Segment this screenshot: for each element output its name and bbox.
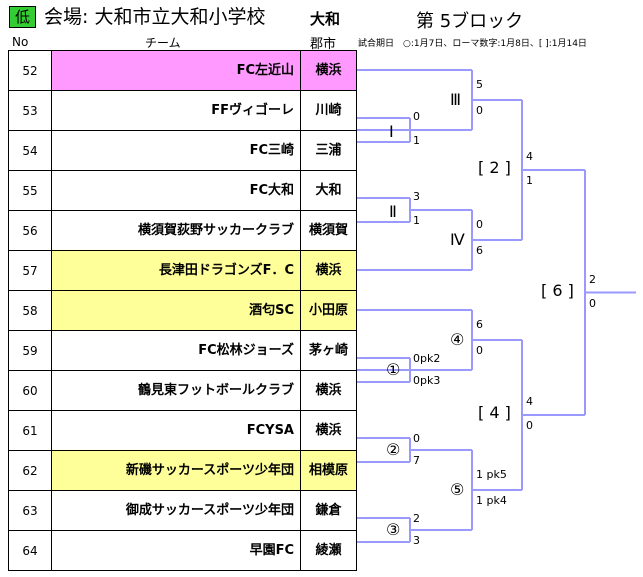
team-name: 横須賀荻野サッカークラブ (52, 211, 301, 251)
team-name: 長津田ドラゴンズF．C (52, 251, 301, 291)
match-label: Ⅱ (389, 202, 397, 221)
match-label: ② (386, 440, 401, 459)
team-city: 綾瀬 (301, 531, 357, 571)
score-bottom: 1 (526, 174, 533, 187)
team-number: 64 (9, 531, 52, 571)
team-name: FC三崎 (52, 131, 301, 171)
score-top: 0 (413, 432, 420, 445)
score-top: 0 (476, 218, 483, 231)
team-city: 横須賀 (301, 211, 357, 251)
team-name: 鶴見東フットボールクラブ (52, 371, 301, 411)
score-top: 6 (476, 318, 483, 331)
team-number: 52 (9, 51, 52, 91)
team-city: 茅ヶ崎 (301, 331, 357, 371)
team-city: 川崎 (301, 91, 357, 131)
date-legend: 試合期日 ○:1月7日、ローマ数字:1月8日、[ ]:1月14日 (358, 39, 587, 49)
team-number: 57 (9, 251, 52, 291)
score-top: 3 (413, 190, 420, 203)
match-label: ④ (450, 330, 465, 349)
team-name: 新磯サッカースポーツ少年団 (52, 451, 301, 491)
team-name: FC左近山 (52, 51, 301, 91)
score-bottom: 1 pk4 (476, 494, 507, 507)
team-number: 60 (9, 371, 52, 411)
score-top: 0 (413, 110, 420, 123)
match-label: Ⅰ (389, 122, 394, 141)
team-number: 58 (9, 291, 52, 331)
score-bottom: 3 (413, 534, 420, 547)
match-label: [ 4 ] (478, 403, 511, 422)
score-bottom: 7 (413, 454, 420, 467)
match-label: Ⅳ (450, 230, 465, 249)
team-city: 横浜 (301, 411, 357, 451)
score-top: 1 pk5 (476, 468, 507, 481)
match-label: ① (386, 360, 401, 379)
score-top: 4 (526, 150, 533, 163)
team-city: 横浜 (301, 371, 357, 411)
venue-title: 会場: 大和市立大和小学校 (44, 6, 266, 28)
team-name: 御成サッカースポーツ少年団 (52, 491, 301, 531)
score-bottom: 1 (413, 134, 420, 147)
score-top: 2 (413, 512, 420, 525)
team-number: 63 (9, 491, 52, 531)
team-number: 61 (9, 411, 52, 451)
team-city: 相模原 (301, 451, 357, 491)
team-number: 53 (9, 91, 52, 131)
column-header-no: No (12, 35, 29, 49)
team-name: 酒匂SC (52, 291, 301, 331)
column-header-city: 郡市 (310, 37, 337, 52)
score-bottom: 0 (589, 296, 596, 310)
match-label: [ 6 ] (541, 280, 574, 300)
match-label: Ⅲ (450, 90, 462, 109)
team-number: 54 (9, 131, 52, 171)
column-header-team: チーム (145, 36, 181, 50)
team-number: 59 (9, 331, 52, 371)
region-label: 大和 (310, 10, 341, 28)
score-bottom: 1 (413, 214, 420, 227)
score-top: 2 (589, 272, 596, 286)
team-number: 56 (9, 211, 52, 251)
team-name: FCYSA (52, 411, 301, 451)
team-number: 55 (9, 171, 52, 211)
team-number: 62 (9, 451, 52, 491)
score-top: 5 (476, 78, 483, 91)
team-city: 小田原 (301, 291, 357, 331)
team-city: 三浦 (301, 131, 357, 171)
score-bottom: 0 (526, 419, 533, 432)
team-name: 早園FC (52, 531, 301, 571)
score-bottom: 0 (476, 344, 483, 357)
team-city: 大和 (301, 171, 357, 211)
match-label: ③ (386, 520, 401, 539)
score-bottom: 0pk3 (413, 374, 441, 387)
team-name: FFヴィゴーレ (52, 91, 301, 131)
score-top: 0pk2 (413, 352, 441, 365)
match-label: [ 2 ] (478, 158, 511, 177)
team-city: 横浜 (301, 251, 357, 291)
team-city: 鎌倉 (301, 491, 357, 531)
team-name: FC大和 (52, 171, 301, 211)
team-name: FC松林ジョーズ (52, 331, 301, 371)
team-city: 横浜 (301, 51, 357, 91)
score-top: 4 (526, 395, 533, 408)
level-badge: 低 (9, 6, 36, 28)
block-title: 第 5ブロック (416, 11, 524, 32)
score-bottom: 6 (476, 244, 483, 257)
match-label: ⑤ (450, 480, 465, 499)
score-bottom: 0 (476, 104, 483, 117)
